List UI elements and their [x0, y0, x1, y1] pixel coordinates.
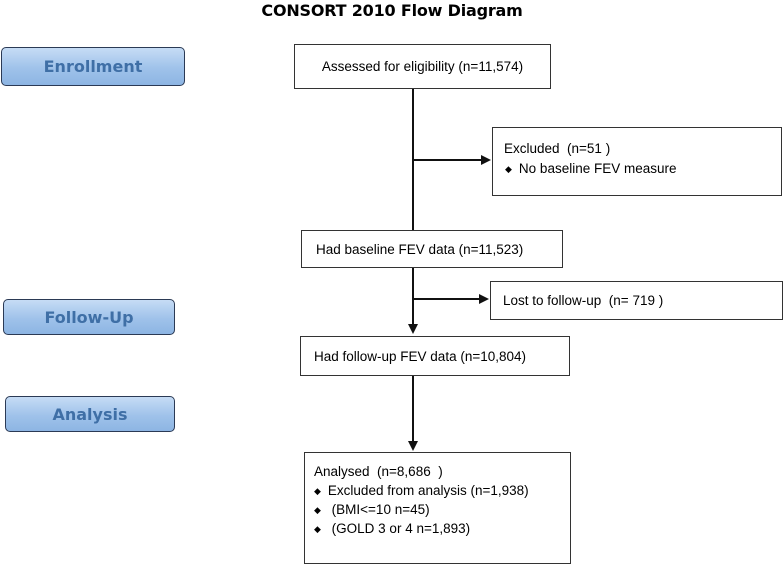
analysed-item-text: Excluded from analysis (n=1,938): [327, 483, 529, 498]
analysed-item-text: (BMI<=10 n=45): [327, 502, 430, 517]
connector-baseline-to-followup: [412, 268, 414, 324]
analysed-item-text: (GOLD 3 or 4 n=1,893): [327, 521, 471, 536]
bullet-icon: ◆: [314, 486, 321, 496]
arrow-to-followup: [408, 324, 418, 334]
connector-to-excluded: [413, 159, 482, 161]
followup-text: Had follow-up FEV data (n=10,804): [314, 348, 526, 364]
excluded-item: ◆ No baseline FEV measure: [505, 161, 781, 176]
arrow-to-lost: [479, 294, 489, 304]
connector-followup-to-analysed: [412, 376, 414, 441]
analysed-item: ◆ (GOLD 3 or 4 n=1,893): [314, 521, 570, 536]
assessed-text: Assessed for eligibility (n=11,574): [321, 59, 524, 74]
arrow-to-analysed: [408, 441, 418, 451]
stage-enrollment: Enrollment: [1, 47, 185, 86]
baseline-text: Had baseline FEV data (n=11,523): [316, 241, 524, 257]
analysed-box: Analysed (n=8,686 ) ◆ Excluded from anal…: [304, 452, 571, 564]
bullet-icon: ◆: [505, 164, 512, 174]
assessed-box: Assessed for eligibility (n=11,574): [294, 44, 551, 89]
lost-box: Lost to follow-up (n= 719 ): [490, 281, 783, 320]
excluded-box: Excluded (n=51 ) ◆ No baseline FEV measu…: [492, 127, 782, 196]
stage-followup: Follow-Up: [3, 299, 175, 335]
analysed-item: ◆ (BMI<=10 n=45): [314, 502, 570, 517]
stage-analysis: Analysis: [5, 396, 175, 432]
arrow-to-excluded: [481, 155, 491, 165]
baseline-box: Had baseline FEV data (n=11,523): [301, 230, 563, 268]
analysed-item: ◆ Excluded from analysis (n=1,938): [314, 483, 570, 498]
stage-followup-label: Follow-Up: [44, 307, 134, 327]
stage-enrollment-label: Enrollment: [43, 57, 143, 76]
bullet-icon: ◆: [314, 524, 321, 534]
excluded-heading: Excluded (n=51 ): [504, 141, 611, 156]
diagram-title: CONSORT 2010 Flow Diagram: [261, 1, 523, 20]
followup-box: Had follow-up FEV data (n=10,804): [300, 336, 570, 376]
connector-to-lost: [413, 298, 480, 300]
excluded-item-text: No baseline FEV measure: [518, 161, 677, 176]
stage-analysis-label: Analysis: [52, 404, 128, 424]
lost-text: Lost to follow-up (n= 719 ): [503, 293, 664, 308]
bullet-icon: ◆: [314, 505, 321, 515]
analysed-heading: Analysed (n=8,686 ): [314, 464, 443, 479]
